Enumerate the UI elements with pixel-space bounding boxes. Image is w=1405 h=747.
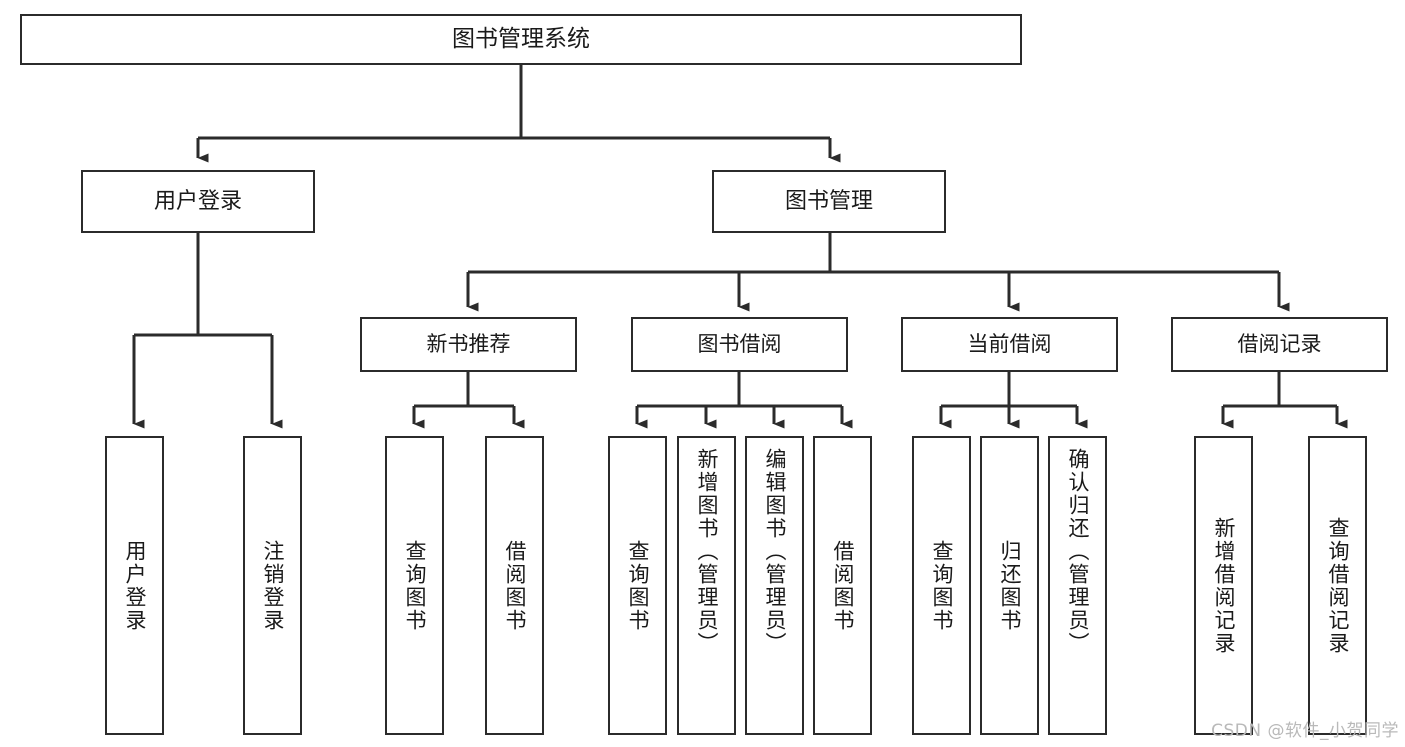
- leaf-new-book-borrow[interactable]: 借阅图书: [485, 436, 544, 735]
- leaf-borrow-record-add-label: 新增借阅记录: [1212, 516, 1236, 655]
- leaf-book-borrow-add-label: 新增图书（管理员）: [695, 448, 719, 655]
- leaf-new-book-query[interactable]: 查询图书: [385, 436, 444, 735]
- csdn-watermark: CSDN @软件_小贺同学: [1211, 721, 1399, 741]
- node-root-system[interactable]: 图书管理系统: [20, 14, 1022, 65]
- node-book-borrow[interactable]: 图书借阅: [631, 317, 848, 372]
- node-new-book-recommend-label: 新书推荐: [426, 332, 511, 357]
- leaf-user-login-signin[interactable]: 用户登录: [105, 436, 164, 735]
- leaf-user-login-signout-label: 注销登录: [261, 539, 285, 632]
- node-book-management-label: 图书管理: [784, 188, 873, 214]
- node-book-management[interactable]: 图书管理: [712, 170, 946, 233]
- leaf-book-borrow-query[interactable]: 查询图书: [608, 436, 667, 735]
- node-new-book-recommend[interactable]: 新书推荐: [360, 317, 577, 372]
- node-user-login-label: 用户登录: [153, 188, 242, 214]
- leaf-current-borrow-query[interactable]: 查询图书: [912, 436, 971, 735]
- leaf-borrow-record-query-label: 查询借阅记录: [1326, 516, 1350, 655]
- node-borrow-record-label: 借阅记录: [1237, 332, 1322, 357]
- leaf-book-borrow-edit[interactable]: 编辑图书（管理员）: [745, 436, 804, 735]
- node-current-borrow-label: 当前借阅: [967, 332, 1052, 357]
- leaf-book-borrow-edit-label: 编辑图书（管理员）: [763, 448, 787, 655]
- leaf-current-borrow-confirm[interactable]: 确认归还（管理员）: [1048, 436, 1107, 735]
- leaf-new-book-borrow-label: 借阅图书: [503, 539, 527, 632]
- leaf-borrow-record-query[interactable]: 查询借阅记录: [1308, 436, 1367, 735]
- node-current-borrow[interactable]: 当前借阅: [901, 317, 1118, 372]
- leaf-book-borrow-borrow-label: 借阅图书: [831, 539, 855, 632]
- leaf-user-login-signout[interactable]: 注销登录: [243, 436, 302, 735]
- node-root-system-label: 图书管理系统: [452, 25, 590, 52]
- node-user-login[interactable]: 用户登录: [81, 170, 315, 233]
- leaf-book-borrow-add[interactable]: 新增图书（管理员）: [677, 436, 736, 735]
- leaf-new-book-query-label: 查询图书: [403, 539, 427, 632]
- node-book-borrow-label: 图书借阅: [697, 332, 782, 357]
- leaf-book-borrow-borrow[interactable]: 借阅图书: [813, 436, 872, 735]
- leaf-current-borrow-return-label: 归还图书: [998, 539, 1022, 632]
- leaf-borrow-record-add[interactable]: 新增借阅记录: [1194, 436, 1253, 735]
- leaf-current-borrow-return[interactable]: 归还图书: [980, 436, 1039, 735]
- node-borrow-record[interactable]: 借阅记录: [1171, 317, 1388, 372]
- leaf-user-login-signin-label: 用户登录: [123, 539, 147, 632]
- leaf-book-borrow-query-label: 查询图书: [626, 539, 650, 632]
- leaf-current-borrow-query-label: 查询图书: [930, 539, 954, 632]
- leaf-current-borrow-confirm-label: 确认归还（管理员）: [1066, 448, 1090, 655]
